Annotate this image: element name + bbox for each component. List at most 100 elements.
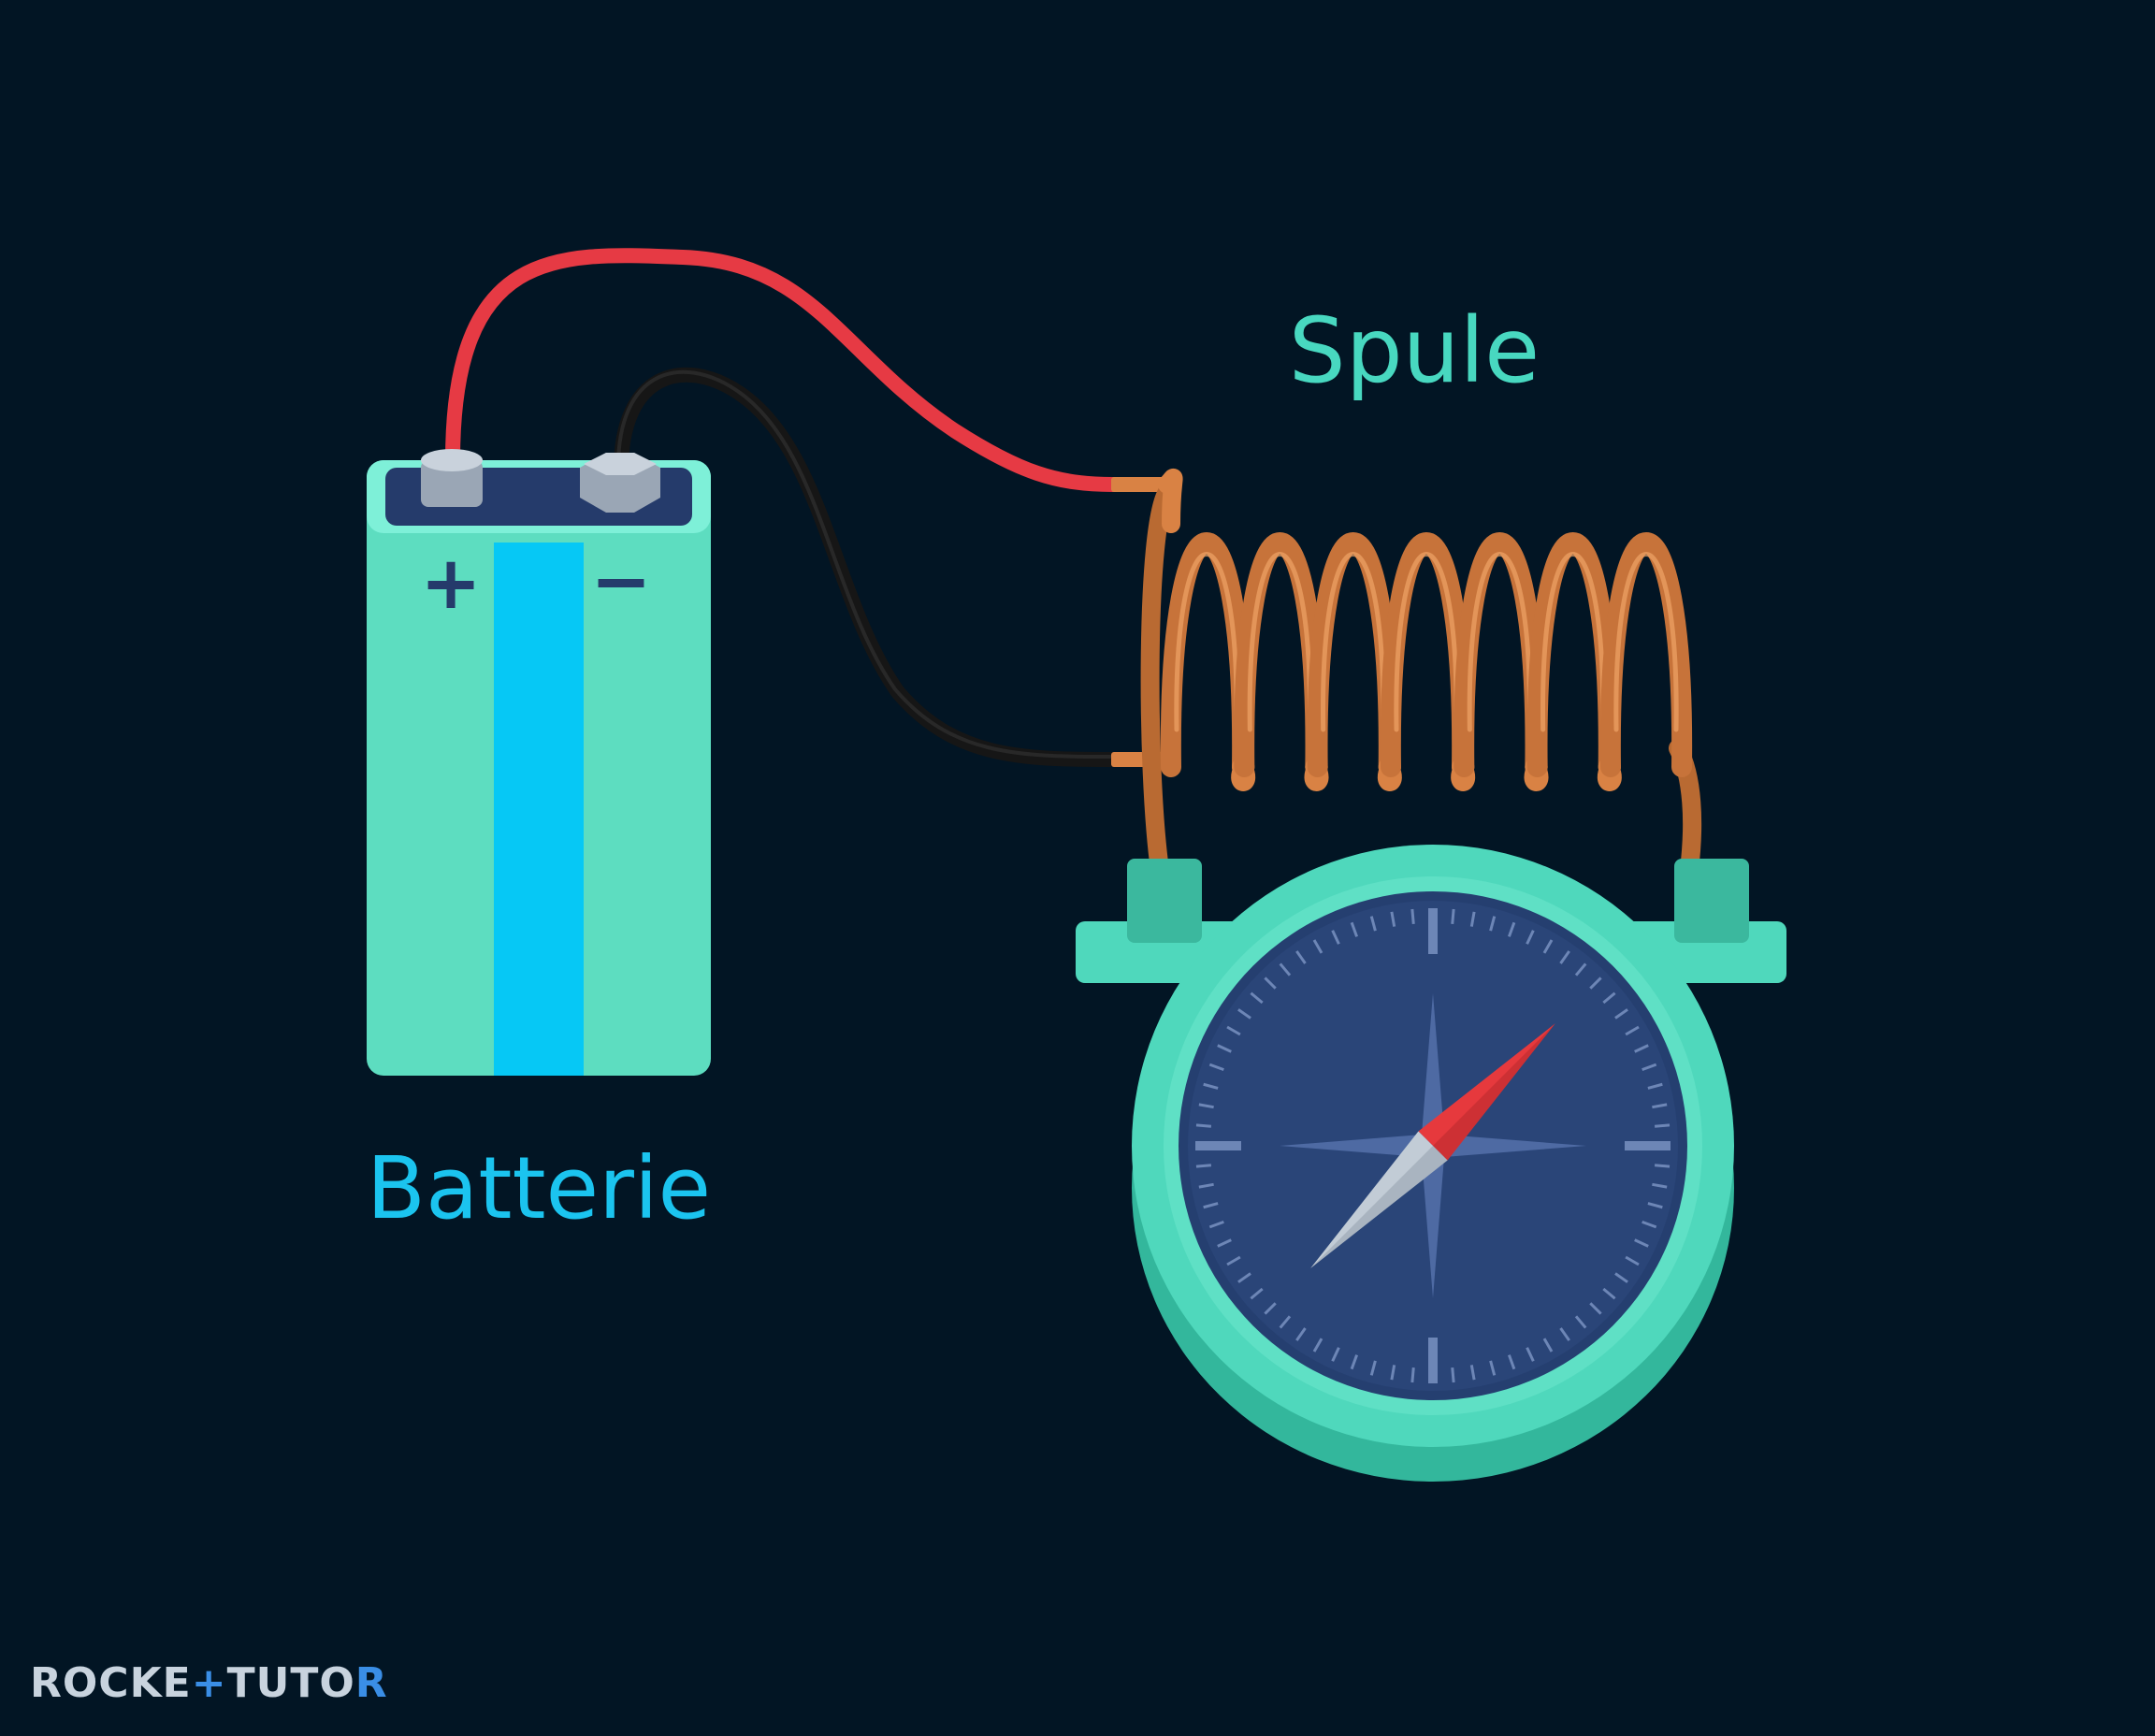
compass-minor-tick bbox=[1526, 1347, 1535, 1362]
compass-minor-tick bbox=[1203, 1082, 1219, 1090]
compass-minor-tick bbox=[1589, 1302, 1602, 1315]
compass-minor-tick bbox=[1226, 1255, 1241, 1266]
logo-part-tuto: TUTO bbox=[226, 1659, 355, 1707]
compass-minor-tick bbox=[1390, 911, 1396, 927]
compass-icon bbox=[1076, 845, 1786, 1482]
compass-minor-tick bbox=[1559, 1327, 1570, 1341]
compass-minor-tick bbox=[1589, 976, 1602, 990]
coil-loop bbox=[1599, 532, 1693, 777]
wires bbox=[445, 248, 1167, 767]
compass-minor-tick bbox=[1489, 1360, 1497, 1376]
compass-minor-tick bbox=[1625, 1255, 1640, 1266]
compass-minor-tick bbox=[1198, 1103, 1214, 1109]
compass-minor-tick bbox=[1237, 1008, 1251, 1020]
compass-minor-tick bbox=[1350, 1354, 1359, 1370]
compass-minor-tick bbox=[1507, 1354, 1516, 1370]
compass-minor-tick bbox=[1634, 1238, 1649, 1248]
compass-minor-tick bbox=[1264, 976, 1277, 990]
compass-minor-tick bbox=[1542, 1338, 1554, 1353]
compass-minor-tick bbox=[1614, 1008, 1628, 1020]
compass-minor-tick bbox=[1312, 939, 1323, 954]
compass-minor-tick bbox=[1237, 1272, 1251, 1283]
compass-minor-tick bbox=[1217, 1044, 1232, 1053]
compass-minor-tick bbox=[1451, 1367, 1455, 1383]
coil-loop bbox=[1526, 532, 1619, 777]
compass-minor-tick bbox=[1369, 1360, 1377, 1376]
coil-loop bbox=[1380, 532, 1473, 777]
compass-minor-tick bbox=[1542, 939, 1554, 954]
logo-plus: + bbox=[191, 1659, 227, 1707]
red-wire-connector bbox=[1111, 477, 1167, 492]
compass-minor-tick bbox=[1469, 1365, 1476, 1381]
compass-minor-tick bbox=[1195, 1164, 1212, 1168]
compass-minor-tick bbox=[1642, 1063, 1657, 1072]
compass-minor-tick bbox=[1602, 1287, 1616, 1300]
compass-ticks bbox=[1195, 908, 1670, 1383]
compass-minor-tick bbox=[1489, 916, 1497, 932]
coil-loop-highlight bbox=[1467, 552, 1532, 732]
compass-minor-tick bbox=[1203, 1202, 1219, 1209]
compass-minor-tick bbox=[1469, 911, 1476, 927]
compass-minor-tick bbox=[1217, 1238, 1232, 1248]
compass-minor-tick bbox=[1652, 1103, 1668, 1109]
compass-minor-tick bbox=[1390, 1365, 1396, 1381]
compass-minor-tick bbox=[1410, 1367, 1415, 1383]
coil-loop-highlight bbox=[1321, 552, 1386, 732]
battery-label: Batterie bbox=[367, 1138, 711, 1238]
coil-loop-highlight bbox=[1613, 552, 1679, 732]
compass-minor-tick bbox=[1195, 1123, 1212, 1128]
compass-minor-tick bbox=[1625, 1025, 1640, 1036]
compass-minor-tick bbox=[1574, 1315, 1587, 1329]
compass-minor-tick bbox=[1634, 1044, 1649, 1053]
compass-minor-tick bbox=[1264, 1302, 1277, 1315]
coil-loop-highlight bbox=[1540, 552, 1606, 732]
compass-minor-tick bbox=[1559, 950, 1570, 964]
compass-minor-tick bbox=[1526, 930, 1535, 945]
compass-minor-tick bbox=[1507, 921, 1516, 937]
compass-minor-tick bbox=[1654, 1123, 1670, 1128]
compass-minor-tick bbox=[1652, 1182, 1668, 1189]
coil-loop bbox=[1307, 532, 1399, 777]
compass-minor-tick bbox=[1654, 1164, 1670, 1168]
compass-minor-tick bbox=[1198, 1182, 1214, 1189]
compass-minor-tick bbox=[1369, 916, 1377, 932]
battery-plus-sign: + bbox=[420, 542, 481, 626]
compass-minor-tick bbox=[1208, 1063, 1224, 1072]
compass-minor-tick bbox=[1331, 930, 1340, 945]
negative-terminal bbox=[580, 453, 660, 513]
coil-label: Spule bbox=[1289, 298, 1540, 403]
red-wire bbox=[445, 248, 1121, 492]
coil-loop-highlight bbox=[1174, 552, 1239, 732]
compass-minor-tick bbox=[1331, 1347, 1340, 1362]
coil-loop bbox=[1454, 532, 1546, 777]
compass-minor-tick bbox=[1250, 991, 1264, 1005]
battery-icon: + − bbox=[367, 449, 711, 1076]
coil-icon bbox=[1140, 468, 1702, 879]
compass-minor-tick bbox=[1614, 1272, 1628, 1283]
compass-minor-tick bbox=[1312, 1338, 1323, 1353]
compass-minor-tick bbox=[1226, 1025, 1241, 1036]
compass-minor-tick bbox=[1350, 921, 1359, 937]
positive-terminal bbox=[421, 449, 483, 507]
compass-rose bbox=[1280, 993, 1586, 1298]
compass-minor-tick bbox=[1647, 1082, 1663, 1090]
compass-minor-tick bbox=[1250, 1287, 1264, 1300]
compass-minor-tick bbox=[1602, 991, 1616, 1005]
logo-part-rocke: ROCKE bbox=[30, 1659, 192, 1707]
compass-minor-tick bbox=[1279, 962, 1292, 976]
compass-minor-tick bbox=[1295, 950, 1307, 964]
compass-minor-tick bbox=[1208, 1220, 1224, 1229]
battery-minus-sign: − bbox=[590, 540, 651, 624]
coil-loop bbox=[1234, 532, 1326, 777]
compass-minor-tick bbox=[1642, 1220, 1657, 1229]
compass-needle bbox=[1310, 1023, 1555, 1268]
coil-lead bbox=[1158, 468, 1183, 533]
compass-minor-tick bbox=[1647, 1202, 1663, 1209]
coil-loop-highlight bbox=[1394, 552, 1459, 732]
compass-minor-tick bbox=[1410, 908, 1415, 925]
compass-minor-tick bbox=[1451, 908, 1455, 925]
compass-minor-tick bbox=[1295, 1327, 1307, 1341]
logo: ROCKE+TUTOR bbox=[30, 1656, 388, 1712]
